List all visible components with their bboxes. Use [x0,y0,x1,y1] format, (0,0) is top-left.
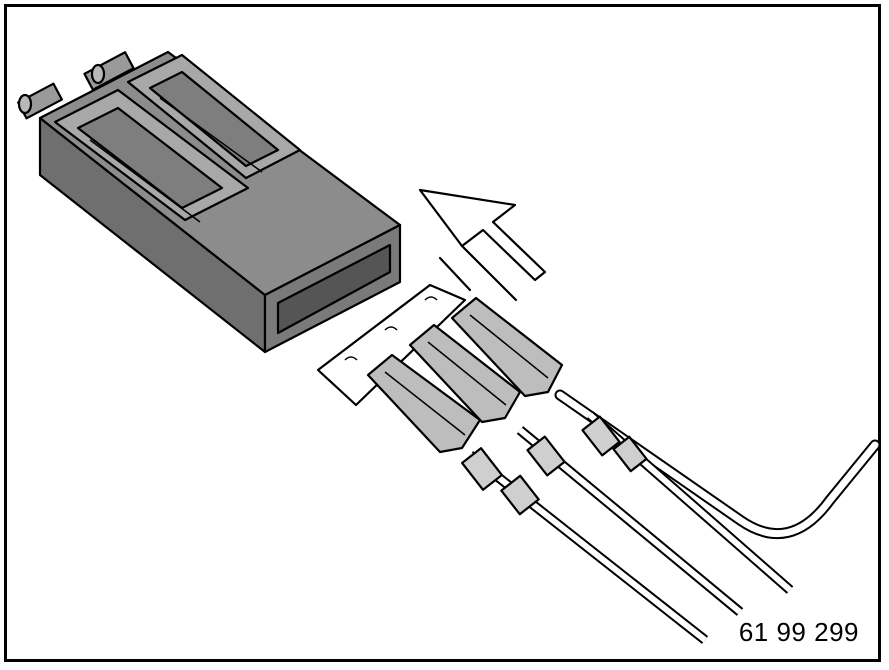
connector-housing [17,50,402,354]
terminal-2 [408,323,566,477]
figure-reference-number: 61 99 299 [736,617,861,648]
wires [466,389,881,644]
flat-terminals [366,296,648,516]
direction-arrow [418,188,547,302]
housing-rear-pins [17,51,135,120]
housing-top-slots [53,53,302,223]
terminal-carrier-strip [316,283,467,407]
terminal-1 [366,353,540,516]
terminal-3 [450,296,648,473]
